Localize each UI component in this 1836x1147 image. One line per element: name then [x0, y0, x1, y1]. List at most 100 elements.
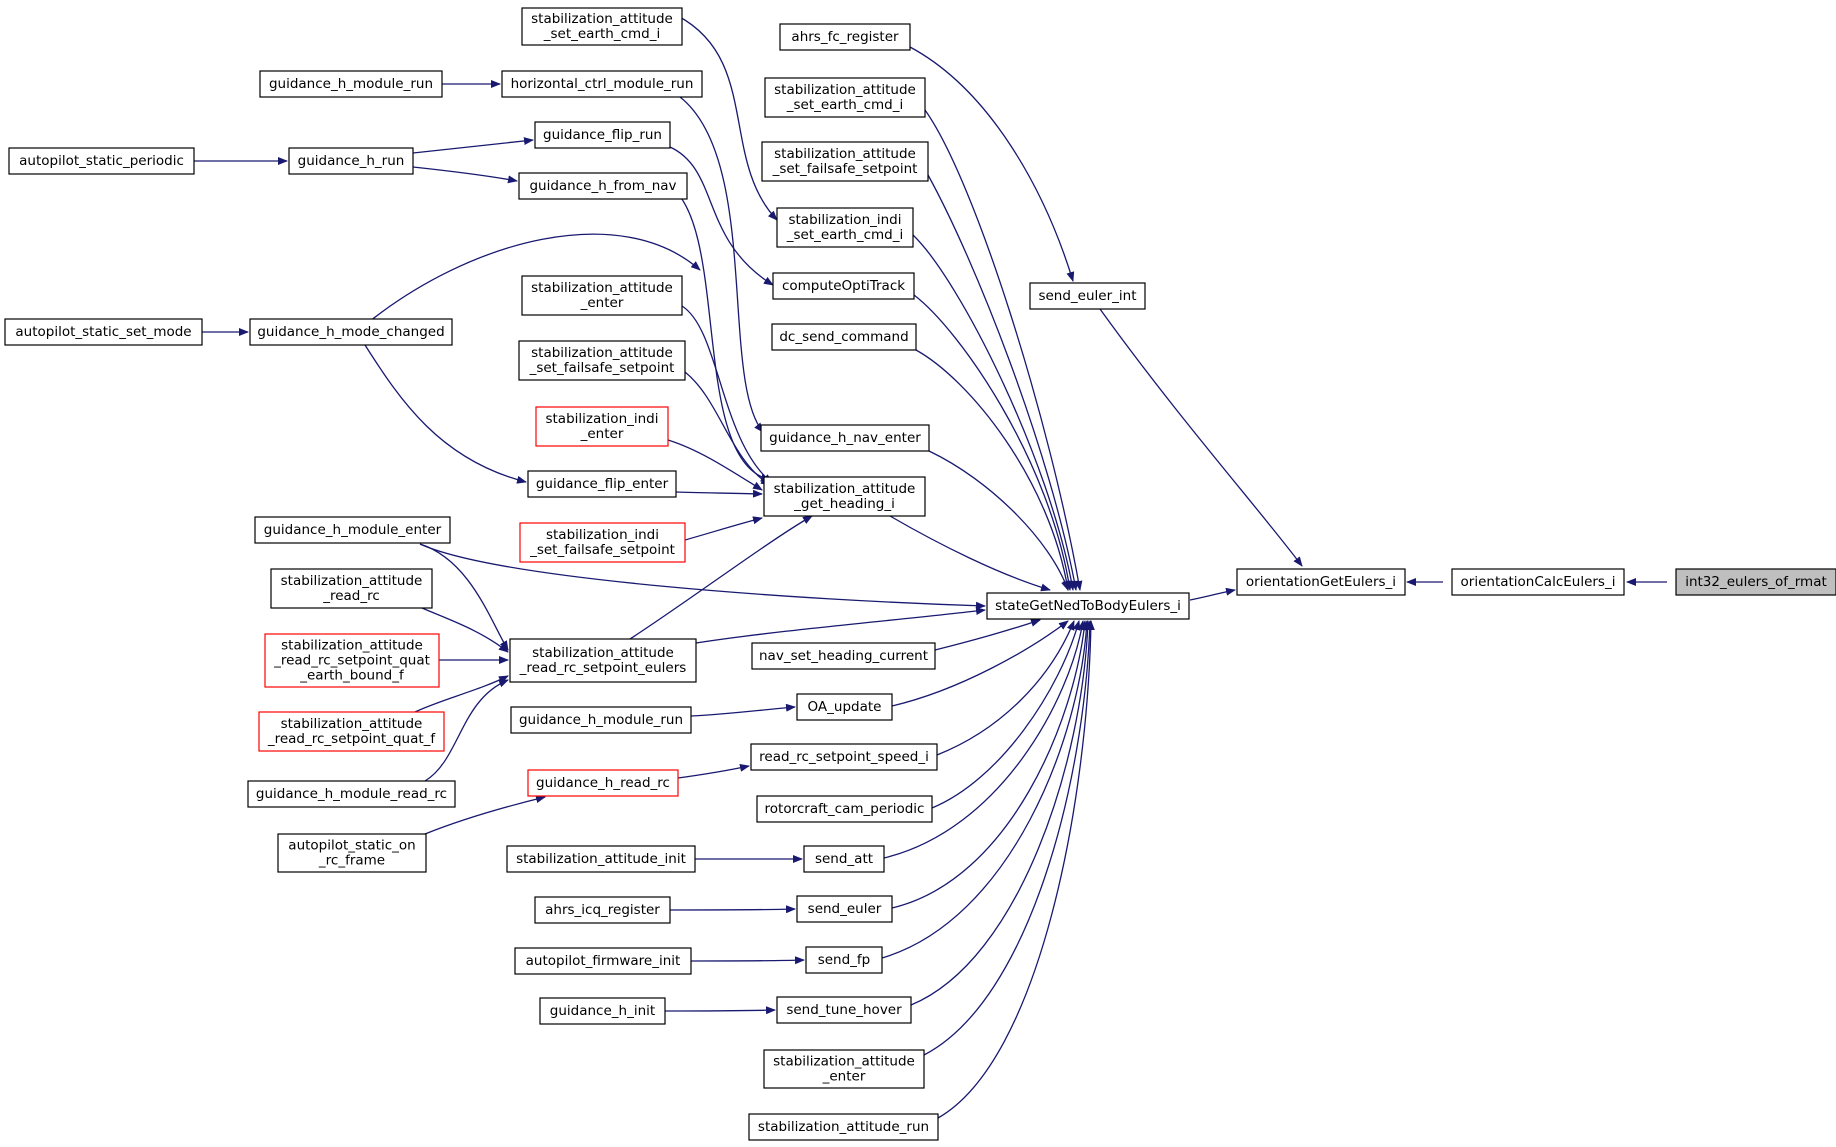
node-int32-eulers-of-rmat[interactable]: int32_eulers_of_rmat: [1675, 568, 1836, 596]
node-autopilot-static-on-rc-frame[interactable]: autopilot_static_on_rc_frame: [277, 833, 427, 873]
node-send-fp[interactable]: send_fp: [805, 946, 883, 974]
node-stategetnedtobodyeulers-i[interactable]: stateGetNedToBodyEulers_i: [986, 592, 1190, 620]
edge-sa-get-heading-i-to-stategetnedtobodyeulers-i: [889, 515, 1051, 592]
node-label: orientationGetEulers_i: [1246, 574, 1396, 590]
node-orientationcalceulers-i[interactable]: orientationCalcEulers_i: [1451, 568, 1625, 596]
node-box: [751, 642, 936, 670]
node-guidance-h-init[interactable]: guidance_h_init: [539, 997, 666, 1025]
node-box: [8, 147, 195, 175]
edge-read-rc-setpoint-speed-i-to-stategetnedtobodyeulers-i: [936, 620, 1075, 756]
node-autopilot-firmware-init[interactable]: autopilot_firmware_init: [514, 947, 692, 975]
node-sa-enter-mid[interactable]: stabilization_attitude_enter: [521, 275, 683, 316]
node-label: nav_set_heading_current: [759, 648, 928, 664]
node-guidance-h-run[interactable]: guidance_h_run: [288, 147, 414, 175]
node-sa-get-heading-i[interactable]: stabilization_attitude_get_heading_i: [763, 476, 926, 517]
node-box: [763, 1049, 925, 1089]
node-box: [1675, 568, 1836, 596]
node-send-tune-hover[interactable]: send_tune_hover: [776, 996, 912, 1024]
node-sa-read-rc-setpoint-eulers[interactable]: stabilization_attitude_read_rc_setpoint_…: [509, 638, 697, 683]
node-rotorcraft-cam-periodic[interactable]: rotorcraft_cam_periodic: [756, 795, 933, 823]
node-send-euler[interactable]: send_euler: [796, 895, 893, 923]
node-label: send_euler: [808, 901, 882, 917]
node-guidance-h-module-read-rc[interactable]: guidance_h_module_read_rc: [247, 780, 456, 808]
node-sa-read-rc-setpoint-quat-f[interactable]: stabilization_attitude_read_rc_setpoint_…: [258, 711, 445, 752]
node-label: int32_eulers_of_rmat: [1685, 574, 1827, 590]
node-sa-set-earth-cmd-i-top[interactable]: stabilization_attitude_set_earth_cmd_i: [521, 7, 683, 46]
node-sa-read-rc-quat-earth-bound-f[interactable]: stabilization_attitude_read_rc_setpoint_…: [264, 633, 440, 688]
node-box: [277, 833, 427, 873]
node-box: [258, 711, 445, 752]
node-ahrs-icq-register[interactable]: ahrs_icq_register: [534, 896, 671, 924]
node-box: [259, 70, 443, 98]
node-box: [510, 706, 692, 734]
node-box: [264, 633, 440, 688]
node-box: [4, 318, 203, 346]
node-label: _enter: [580, 295, 624, 311]
edge-sa-set-failsafe-mid-to-sa-get-heading-i: [684, 371, 771, 486]
node-label: stabilization_attitude: [531, 280, 673, 296]
node-guidance-h-module-run-low[interactable]: guidance_h_module_run: [510, 706, 692, 734]
node-stabilization-indi-set-earth-cmd-i[interactable]: stabilization_indi_set_earth_cmd_i: [776, 207, 914, 248]
edge-guidance-h-init-to-send-tune-hover: [664, 1006, 776, 1015]
node-send-att[interactable]: send_att: [803, 845, 885, 873]
edge-stabilization-indi-set-earth-cmd-i-to-stategetnedtobodyeulers-i: [912, 234, 1076, 591]
node-label: _read_rc: [322, 588, 380, 604]
node-dc-send-command[interactable]: dc_send_command: [771, 323, 917, 351]
node-box: [760, 424, 930, 452]
node-label: guidance_h_from_nav: [529, 178, 676, 194]
node-guidance-h-read-rc[interactable]: guidance_h_read_rc: [527, 769, 679, 797]
node-label: _set_earth_cmd_i: [543, 26, 661, 42]
edge-dc-send-command-to-stategetnedtobodyeulers-i: [915, 349, 1071, 591]
node-label: _set_failsafe_setpoint: [529, 360, 675, 376]
node-box: [535, 406, 669, 447]
node-send-euler-int[interactable]: send_euler_int: [1029, 282, 1146, 310]
edge-guidance-flip-run-to-computeoptitrack: [669, 146, 774, 286]
node-label: _read_rc_setpoint_quat_f: [267, 731, 437, 747]
node-stabilization-indi-set-failsafe-setpoint[interactable]: stabilization_indi_set_failsafe_setpoint: [519, 522, 686, 563]
node-sa-set-failsafe-right[interactable]: stabilization_attitude_set_failsafe_setp…: [761, 141, 929, 182]
edge-ahrs-fc-register-to-send-euler-int: [909, 46, 1075, 282]
node-label: guidance_h_run: [298, 153, 405, 169]
node-guidance-h-module-run-top[interactable]: guidance_h_module_run: [259, 70, 443, 98]
node-ahrs-fc-register[interactable]: ahrs_fc_register: [779, 23, 911, 51]
node-nav-set-heading-current[interactable]: nav_set_heading_current: [751, 642, 936, 670]
node-box: [763, 476, 926, 517]
edge-sa-set-failsafe-right-to-stategetnedtobodyeulers-i: [927, 174, 1079, 591]
node-label: autopilot_static_on: [288, 838, 415, 854]
node-box: [756, 795, 933, 823]
node-autopilot-static-set-mode[interactable]: autopilot_static_set_mode: [4, 318, 203, 346]
node-read-rc-setpoint-speed-i[interactable]: read_rc_setpoint_speed_i: [750, 743, 938, 771]
edge-guidance-h-module-enter-to-sa-read-rc-setpoint-eulers: [419, 543, 509, 651]
node-label: autopilot_static_set_mode: [15, 324, 191, 340]
node-label: stabilization_attitude_run: [758, 1119, 929, 1135]
node-label: stabilization_indi: [788, 212, 901, 228]
node-box: [506, 845, 696, 873]
node-orientationgeteulers-i[interactable]: orientationGetEulers_i: [1236, 568, 1406, 596]
node-label: read_rc_setpoint_speed_i: [759, 749, 929, 765]
node-box: [247, 780, 456, 808]
node-horizontal-ctrl-module-run[interactable]: horizontal_ctrl_module_run: [501, 70, 703, 98]
node-label: stabilization_attitude: [774, 481, 916, 497]
node-sa-set-earth-cmd-i-right[interactable]: stabilization_attitude_set_earth_cmd_i: [764, 77, 926, 118]
node-label: guidance_h_init: [550, 1003, 655, 1019]
node-computeoptitrack[interactable]: computeOptiTrack: [772, 272, 915, 300]
node-guidance-flip-run[interactable]: guidance_flip_run: [534, 121, 671, 149]
node-box: [750, 743, 938, 771]
node-guidance-h-module-enter[interactable]: guidance_h_module_enter: [254, 516, 451, 544]
node-label: guidance_flip_run: [543, 127, 662, 143]
node-sa-set-failsafe-mid[interactable]: stabilization_attitude_set_failsafe_setp…: [518, 340, 686, 381]
edge-guidance-h-run-to-guidance-h-from-nav: [412, 166, 518, 184]
node-oa-update[interactable]: OA_update: [796, 693, 893, 721]
node-autopilot-static-periodic[interactable]: autopilot_static_periodic: [8, 147, 195, 175]
node-stabilization-attitude-run[interactable]: stabilization_attitude_run: [748, 1113, 939, 1141]
node-guidance-h-from-nav[interactable]: guidance_h_from_nav: [518, 172, 688, 200]
node-layer: int32_eulers_of_rmat orientationCalcEuler…: [4, 7, 1836, 1141]
node-sa-enter-bottom[interactable]: stabilization_attitude_enter: [763, 1049, 925, 1089]
node-guidance-flip-enter[interactable]: guidance_flip_enter: [527, 470, 677, 498]
node-sa-read-rc[interactable]: stabilization_attitude_read_rc: [270, 568, 433, 609]
node-stabilization-attitude-init[interactable]: stabilization_attitude_init: [506, 845, 696, 873]
node-guidance-h-mode-changed[interactable]: guidance_h_mode_changed: [249, 318, 453, 346]
node-label: _set_earth_cmd_i: [786, 227, 904, 243]
node-guidance-h-nav-enter[interactable]: guidance_h_nav_enter: [760, 424, 930, 452]
node-stabilization-indi-enter[interactable]: stabilization_indi_enter: [535, 406, 669, 447]
